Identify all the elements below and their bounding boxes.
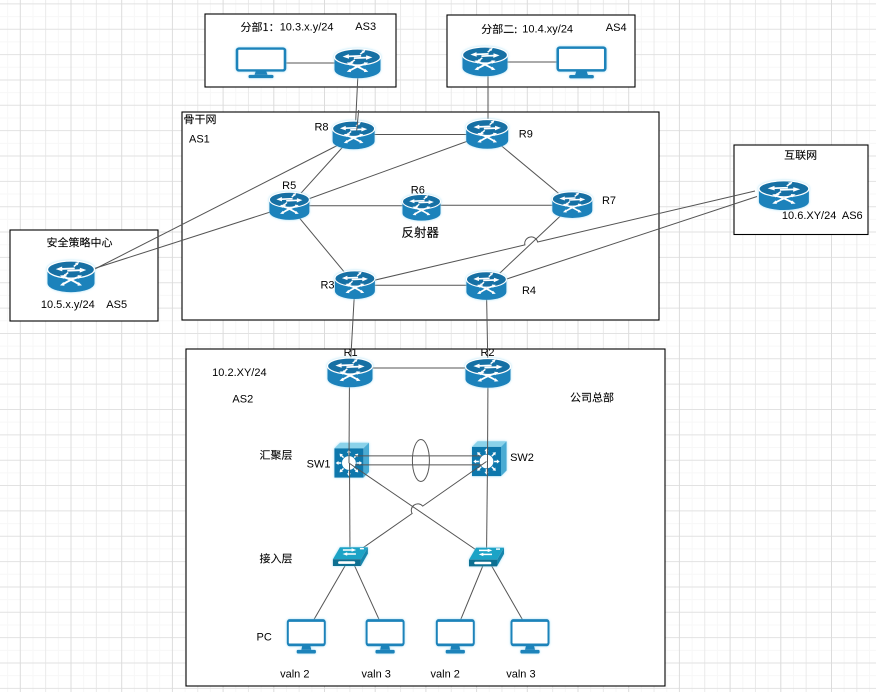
svg-text:AS3: AS3: [355, 21, 376, 33]
svg-text:AS1: AS1: [189, 134, 210, 146]
svg-text:10.3.x.y/24: 10.3.x.y/24: [280, 22, 334, 34]
svg-text:10.6.XY/24 AS6: 10.6.XY/24 AS6: [782, 210, 863, 222]
svg-text:SW2: SW2: [510, 452, 534, 464]
svg-text:valn 3: valn 3: [362, 669, 391, 681]
svg-text:AS2: AS2: [232, 393, 253, 405]
svg-text:valn 2: valn 2: [280, 669, 309, 681]
svg-text:R5: R5: [282, 180, 296, 192]
svg-text:valn 2: valn 2: [431, 669, 460, 681]
svg-text:R8: R8: [314, 121, 328, 133]
svg-text:10.2.XY/24: 10.2.XY/24: [212, 367, 266, 379]
svg-text:R9: R9: [519, 128, 533, 140]
svg-text:PC: PC: [257, 632, 272, 644]
svg-text:SW1: SW1: [307, 459, 331, 471]
svg-text:R3: R3: [320, 280, 334, 292]
svg-text:10.4.xy/24: 10.4.xy/24: [522, 23, 573, 35]
svg-text:R6: R6: [411, 185, 425, 197]
svg-text:R1: R1: [344, 347, 358, 359]
svg-text:10.5.x.y/24 AS5: 10.5.x.y/24 AS5: [41, 299, 127, 311]
svg-text:R2: R2: [480, 347, 494, 359]
svg-text:R4: R4: [522, 285, 536, 297]
svg-text:R7: R7: [602, 195, 616, 207]
svg-text:valn 3: valn 3: [506, 669, 535, 681]
svg-text:AS4: AS4: [606, 22, 627, 34]
